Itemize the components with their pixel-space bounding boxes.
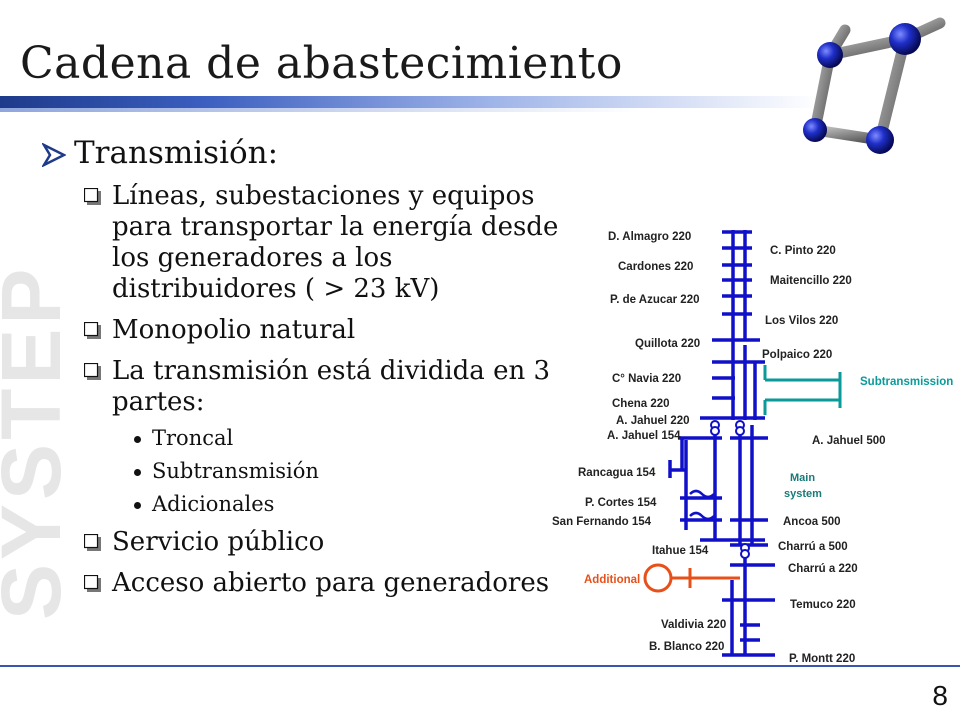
- label-navia: C° Navia 220: [612, 373, 681, 385]
- footer-line: [0, 665, 960, 667]
- dot-bullet-icon: [134, 502, 141, 509]
- label-cortes: P. Cortes 154: [585, 497, 657, 509]
- label-additional: Additional: [584, 574, 640, 586]
- label-chena: Chena 220: [612, 398, 670, 410]
- label-valdivia: Valdivia 220: [661, 619, 726, 631]
- bullet-division: La transmisión está dividida en 3 partes…: [42, 356, 602, 418]
- network-diagram: D. Almagro 220 C. Pinto 220 Cardones 220…: [552, 230, 953, 665]
- label-maitencillo: Maitencillo 220: [770, 275, 852, 287]
- label-blanco: B. Blanco 220: [649, 641, 724, 653]
- checkbox-bullet-icon: [84, 322, 101, 339]
- label-quillota: Quillota 220: [635, 338, 700, 350]
- bullet-adicionales: Adicionales: [42, 488, 602, 521]
- bullet-monopolio: Monopolio natural: [42, 315, 602, 346]
- checkbox-bullet-icon: [84, 534, 101, 551]
- label-subtransmission: Subtransmission: [860, 376, 953, 388]
- label-main-system-1: Main: [790, 472, 815, 484]
- checkbox-bullet-icon: [84, 363, 101, 380]
- label-jahuel500: A. Jahuel 500: [812, 435, 886, 447]
- label-jahuel154: A. Jahuel 154: [607, 430, 681, 442]
- molecule-logo: [803, 17, 946, 154]
- checkbox-bullet-icon: [84, 188, 101, 205]
- title-underline-shadow: [0, 108, 640, 112]
- label-charrua500: Charrú a 500: [778, 541, 848, 553]
- subtransmission-lines: [763, 365, 842, 415]
- title-underline-bar: [0, 96, 820, 108]
- checkbox-bullet-icon: [84, 575, 101, 592]
- label-itahue: Itahue 154: [652, 545, 709, 557]
- label-polpaico: Polpaico 220: [762, 349, 832, 361]
- bullet-subtransmision: Subtransmisión: [42, 455, 602, 488]
- bullet-servicio: Servicio público: [42, 527, 602, 558]
- arrow-bullet-icon: [42, 143, 66, 167]
- label-rancagua: Rancagua 154: [578, 467, 656, 479]
- label-pinto: C. Pinto 220: [770, 245, 836, 257]
- bullet-troncal: Troncal: [42, 422, 602, 455]
- watermark-logo: SYSTEP: [0, 265, 72, 620]
- line-bracket-symbols: [689, 489, 715, 521]
- slide-title: Cadena de abastecimiento: [20, 38, 623, 89]
- page-number: 8: [932, 680, 948, 711]
- label-montt: P. Montt 220: [789, 653, 855, 665]
- transformer-symbols: [710, 420, 750, 559]
- label-main-system-2: system: [784, 488, 822, 500]
- main-system-lines: [668, 230, 775, 657]
- additional-lines: [643, 563, 740, 593]
- label-azucar: P. de Azucar 220: [610, 294, 700, 306]
- label-fernando: San Fernando 154: [552, 516, 652, 528]
- dot-bullet-icon: [134, 469, 141, 476]
- bullet-transmision: Transmisión:: [42, 135, 602, 171]
- label-almagro: D. Almagro 220: [608, 231, 691, 243]
- bullet-list: Transmisión: Líneas, subestaciones y equ…: [42, 135, 602, 599]
- label-ancoa: Ancoa 500: [783, 516, 841, 528]
- label-cardones: Cardones 220: [618, 261, 693, 273]
- label-vilos: Los Vilos 220: [765, 315, 838, 327]
- bullet-acceso: Acceso abierto para generadores: [42, 568, 602, 599]
- label-charrua220: Charrú a 220: [788, 563, 858, 575]
- dot-bullet-icon: [134, 436, 141, 443]
- bullet-lineas: Líneas, subestaciones y equipos para tra…: [42, 181, 602, 305]
- watermark-text: SYSTEP: [0, 265, 72, 620]
- label-jahuel220: A. Jahuel 220: [616, 415, 690, 427]
- label-temuco: Temuco 220: [790, 599, 856, 611]
